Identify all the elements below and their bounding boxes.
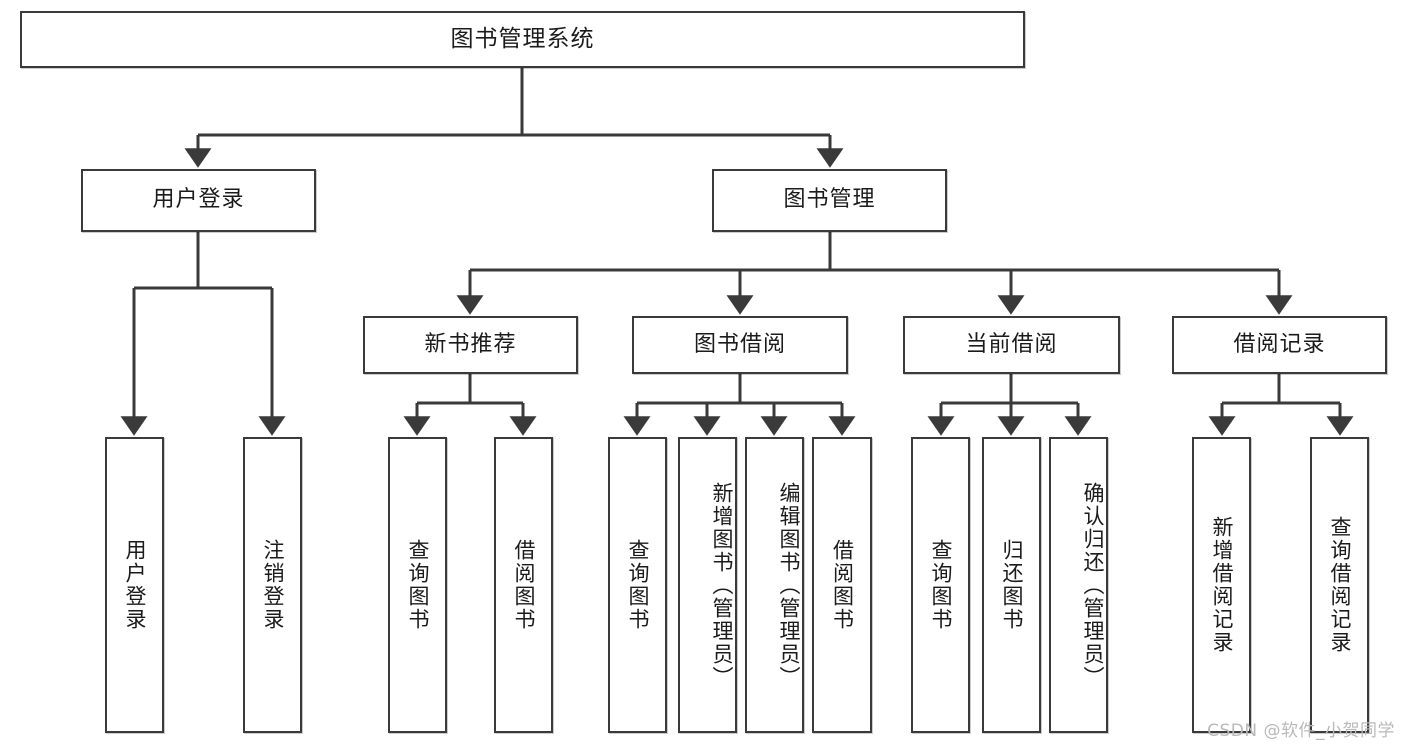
leaf-book-borrow-borrow[interactable]: 借阅图书 (812, 437, 872, 733)
watermark-text: CSDN @软件_小贺同学 (1207, 721, 1395, 741)
node-user-login[interactable]: 用户登录 (81, 169, 316, 232)
leaf-new-book-query[interactable]: 查询图书 (388, 437, 447, 733)
leaf-user-login-logout[interactable]: 注销登录 (243, 437, 302, 733)
leaf-book-borrow-add-admin[interactable]: 新增图书（管理员） (678, 437, 737, 733)
node-book-management[interactable]: 图书管理 (712, 169, 947, 232)
leaf-new-book-borrow[interactable]: 借阅图书 (494, 437, 553, 733)
leaf-borrow-record-add[interactable]: 新增借阅记录 (1192, 437, 1251, 733)
leaf-current-borrow-return[interactable]: 归还图书 (982, 437, 1041, 733)
leaf-book-borrow-query[interactable]: 查询图书 (608, 437, 667, 733)
leaf-book-borrow-edit-admin[interactable]: 编辑图书（管理员） (745, 437, 804, 733)
node-borrow-record[interactable]: 借阅记录 (1172, 316, 1387, 374)
node-book-borrow[interactable]: 图书借阅 (632, 316, 848, 374)
leaf-user-login-login[interactable]: 用户登录 (105, 437, 164, 733)
leaf-current-borrow-confirm-admin[interactable]: 确认归还（管理员） (1049, 437, 1108, 733)
node-new-book-recommend[interactable]: 新书推荐 (363, 316, 578, 374)
node-root[interactable]: 图书管理系统 (20, 11, 1025, 68)
leaf-borrow-record-query[interactable]: 查询借阅记录 (1310, 437, 1369, 733)
leaf-current-borrow-query[interactable]: 查询图书 (911, 437, 970, 733)
node-current-borrow[interactable]: 当前借阅 (903, 316, 1120, 374)
